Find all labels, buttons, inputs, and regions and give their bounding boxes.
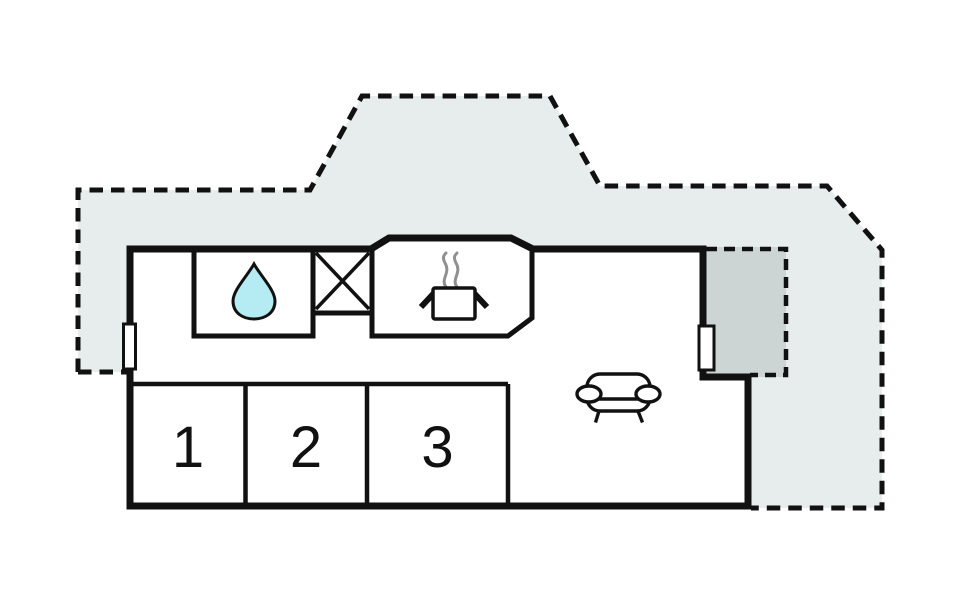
plot-dashed-boundary xyxy=(75,93,885,511)
water-drop-icon xyxy=(231,260,277,321)
window-right xyxy=(697,324,716,372)
bedroom-1-label: 1 xyxy=(172,415,204,480)
sofa-icon xyxy=(575,372,662,424)
steam-icon xyxy=(441,251,460,289)
terrace-area xyxy=(706,247,786,377)
window-left xyxy=(122,322,137,371)
cooking-pot-icon xyxy=(418,286,490,321)
bedroom-2-label: 2 xyxy=(290,415,322,480)
wardrobe-x-icon xyxy=(314,251,371,311)
kitchen-wall xyxy=(369,249,535,339)
terrace-dashed-border xyxy=(706,246,789,378)
bedroom-3-label: 3 xyxy=(421,415,453,480)
